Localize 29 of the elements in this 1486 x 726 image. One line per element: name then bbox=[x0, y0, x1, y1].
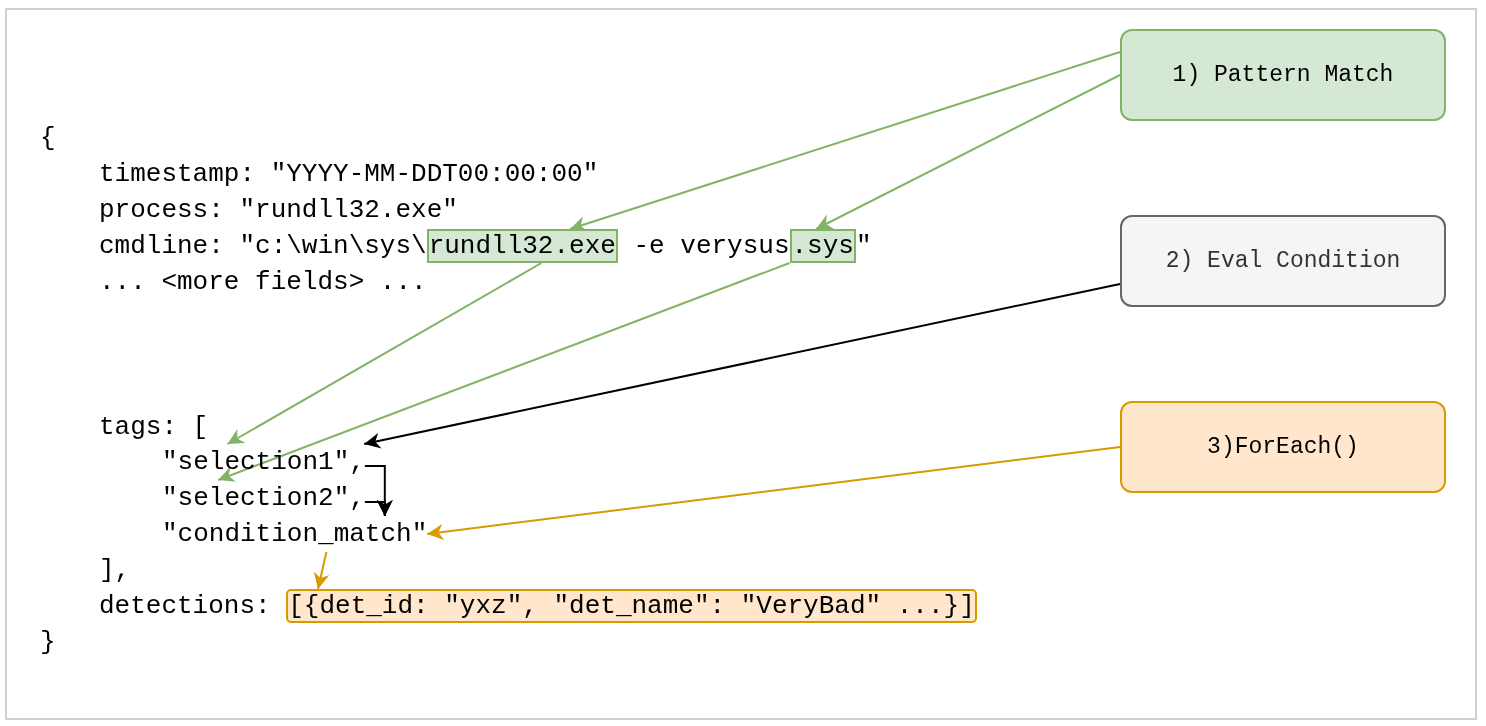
code-text: ... <more fields> ... bbox=[99, 266, 427, 299]
code-text: } bbox=[40, 626, 56, 659]
code-text: timestamp: "YYYY-MM-DDT00:00:00" bbox=[99, 158, 599, 191]
tag-string: "selection2" bbox=[162, 480, 350, 516]
highlighted-text: [{det_id: "yxz", "det_name": "VeryBad" ...}] bbox=[286, 589, 977, 623]
arrow bbox=[313, 551, 330, 590]
code-text: , bbox=[349, 482, 365, 515]
code-text: process: "rundll32.exe" bbox=[99, 194, 458, 227]
arrow bbox=[363, 500, 393, 517]
step-box: 3)ForEach() bbox=[1120, 401, 1446, 493]
code-text: -e verysus bbox=[633, 230, 790, 263]
arrow bbox=[426, 446, 1121, 540]
arrow bbox=[815, 74, 1121, 230]
code-text: { bbox=[40, 122, 56, 155]
code-text: , bbox=[349, 446, 365, 479]
code-text: detections: bbox=[99, 590, 271, 623]
arrow bbox=[363, 283, 1121, 449]
highlighted-text: .sys bbox=[789, 229, 856, 263]
step-box: 1) Pattern Match bbox=[1120, 29, 1446, 121]
arrow bbox=[226, 262, 543, 445]
code-text: cmdline: "c:\win\sys\ bbox=[99, 230, 427, 263]
tag-string: "condition_match" bbox=[162, 516, 428, 552]
code-text: tags: [ bbox=[99, 411, 209, 444]
arrow bbox=[569, 51, 1121, 232]
code-text: " bbox=[855, 230, 872, 263]
code-text: ], bbox=[99, 554, 131, 587]
arrow bbox=[217, 262, 791, 482]
step-box: 2) Eval Condition bbox=[1120, 215, 1446, 307]
highlighted-text: rundll32.exe bbox=[426, 229, 618, 263]
